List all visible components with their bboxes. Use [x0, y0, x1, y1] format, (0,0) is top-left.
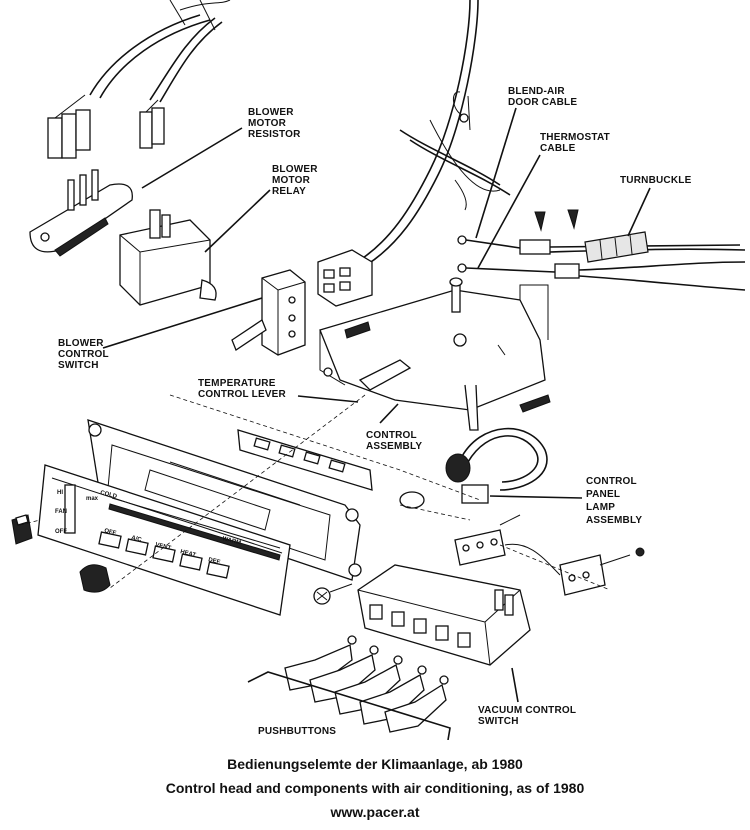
label-line: LAMP: [586, 502, 615, 513]
pushbuttons: [284, 635, 449, 733]
vacuum-hose-connectors: [454, 514, 645, 596]
warm-mark: WARM: [222, 536, 242, 546]
button-vent: VENT: [155, 542, 172, 552]
control-head-frame: [87, 419, 362, 581]
switch-connector: [317, 249, 373, 307]
label-pushbuttons: PUSHBUTTONS: [258, 726, 336, 737]
label-line: CABLE: [540, 143, 576, 154]
harness-connector-right: [139, 99, 165, 149]
pushbutton-bracket: [247, 671, 451, 740]
turnbuckle: [534, 209, 649, 263]
label-line: RELAY: [272, 186, 306, 197]
label-control-assembly: CONTROL ASSEMBLY: [366, 430, 422, 452]
button-heat: HEAT: [180, 549, 197, 559]
max-mark: max: [86, 496, 99, 502]
control-face-plate: HI FAN OFF max COLD WARM OFF A/C VENT HE…: [37, 464, 291, 616]
switch-harness: [359, 0, 501, 265]
label-line: CONTROL: [58, 349, 109, 360]
button-ac: A/C: [131, 535, 143, 543]
label-control-panel-lamp-assembly: CONTROL PANEL LAMP ASSEMBLY: [586, 476, 642, 526]
caption-german: Bedienungselemte der Klimaanlage, ab 198…: [227, 756, 523, 772]
label-line: SWITCH: [58, 360, 99, 371]
label-line: MOTOR: [248, 118, 287, 129]
label-blower-control-switch: BLOWER CONTROL SWITCH: [58, 338, 109, 371]
fan-scale-fan: FAN: [55, 509, 67, 515]
label-line: CONTROL: [366, 430, 417, 441]
vacuum-control-switch: [357, 564, 531, 666]
label-line: ASSEMBLY: [366, 441, 422, 452]
label-vacuum-control-switch: VACUUM CONTROL SWITCH: [478, 705, 576, 727]
label-blower-motor-relay: BLOWER MOTOR RELAY: [272, 164, 318, 197]
blend-air-door-cable: [399, 91, 746, 255]
wiring-harness: [89, 0, 231, 103]
leader-lines: [102, 107, 651, 703]
temperature-knob: [79, 564, 111, 593]
label-temperature-control-lever: TEMPERATURE CONTROL LEVER: [198, 378, 287, 400]
control-panel-lamp-assembly: [399, 427, 548, 509]
caption-website: www.pacer.at: [330, 804, 420, 820]
exploded-diagram: HI FAN OFF max COLD WARM OFF A/C VENT HE…: [11, 0, 746, 740]
button-off: OFF: [104, 528, 117, 537]
alignment-lines: [19, 394, 611, 591]
label-blower-motor-resistor: BLOWER MOTOR RESISTOR: [248, 107, 301, 140]
label-line: MOTOR: [272, 175, 311, 186]
control-assembly: [319, 277, 551, 431]
label-line: VACUUM CONTROL: [478, 705, 576, 716]
label-line: BLEND-AIR: [508, 86, 565, 97]
fan-scale-off: OFF: [55, 529, 67, 535]
label-thermostat-cable: THERMOSTAT CABLE: [540, 132, 610, 154]
slide-bracket: [237, 429, 373, 491]
blower-motor-relay: [119, 209, 217, 306]
caption-english: Control head and components with air con…: [165, 780, 585, 796]
label-line: BLOWER: [272, 164, 318, 175]
label-line: BLOWER: [248, 107, 294, 118]
label-line: SWITCH: [478, 716, 519, 727]
label-line: BLOWER: [58, 338, 104, 349]
mounting-screw: [313, 583, 353, 605]
label-line: RESISTOR: [248, 129, 301, 140]
label-line: PANEL: [586, 489, 620, 500]
label-line: CONTROL LEVER: [198, 389, 287, 400]
label-line: TEMPERATURE: [198, 378, 276, 389]
label-line: ASSEMBLY: [586, 515, 642, 526]
label-line: DOOR CABLE: [508, 97, 577, 108]
function-button-slots: [98, 531, 230, 579]
harness-connector-left: [47, 94, 91, 159]
blower-motor-resistor: [29, 169, 133, 257]
label-blend-air-door-cable: BLEND-AIR DOOR CABLE: [508, 86, 577, 108]
fan-knob: [11, 514, 33, 545]
caption: Bedienungselemte der Klimaanlage, ab 198…: [0, 752, 750, 824]
label-turnbuckle: TURNBUCKLE: [620, 175, 692, 186]
thermostat-cable: [457, 261, 746, 291]
blower-control-switch: [231, 269, 306, 356]
button-def: DEF: [208, 557, 221, 566]
label-line: CONTROL: [586, 476, 637, 487]
label-line: THERMOSTAT: [540, 132, 610, 143]
fan-scale-hi: HI: [57, 490, 63, 496]
cold-mark: COLD: [100, 490, 119, 500]
